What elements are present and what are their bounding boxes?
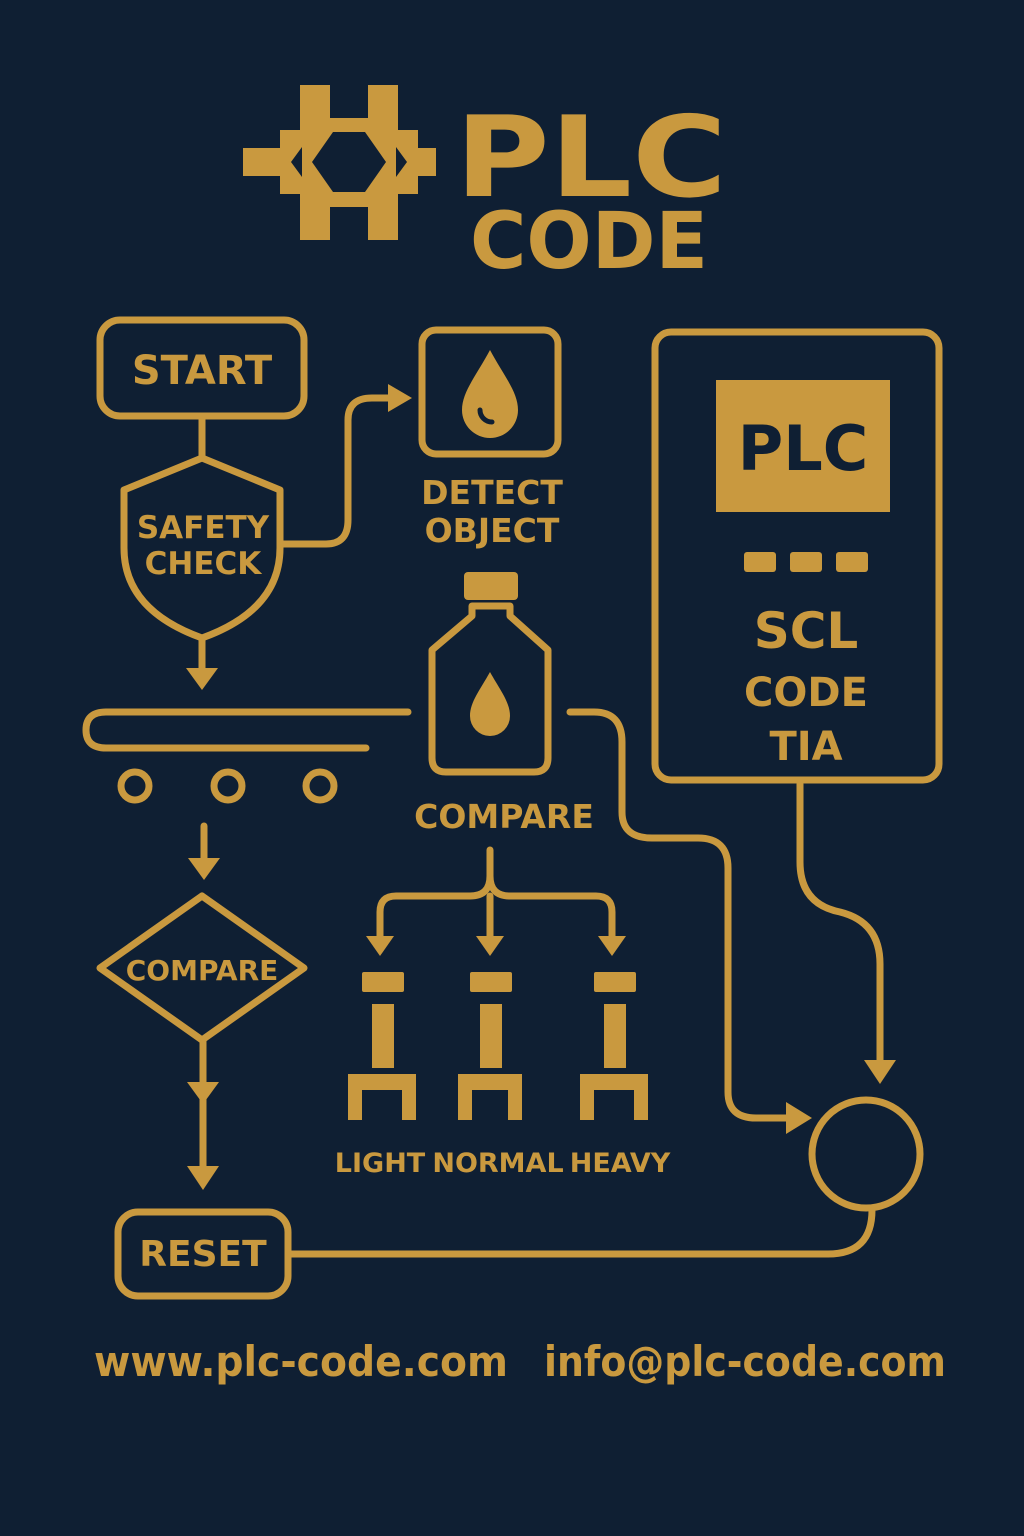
arrow-down-icon: [188, 858, 220, 880]
detect-label-line1: DETECT: [421, 473, 563, 512]
connector-panel-end: [796, 780, 884, 1068]
connector-safety-detect: [278, 394, 396, 548]
safety-check-label-line2: CHECK: [145, 546, 263, 582]
panel-line-tia: TIA: [769, 724, 842, 770]
compare-center-label: COMPARE: [414, 797, 594, 836]
arrow-right-icon: [786, 1102, 812, 1134]
safety-check-label-line1: SAFETY: [137, 510, 270, 546]
arrow-down-icon: [187, 1166, 219, 1190]
conveyor-belt-icon: [82, 708, 412, 804]
connector-end-reset: [286, 1206, 876, 1258]
arrow-down-icon: [366, 936, 394, 956]
status-leds-icon: [744, 552, 868, 572]
brand-subtitle: CODE: [470, 197, 708, 287]
connector-bottle-end: [566, 708, 794, 1122]
footer-email: info@plc-code.com: [544, 1337, 946, 1386]
gripper-light-label: LIGHT: [335, 1148, 426, 1179]
droplet-icon: [462, 350, 518, 438]
gripper-normal-icon: [458, 972, 522, 1120]
arrow-down-icon: [476, 936, 504, 956]
gripper-light-icon: [348, 972, 416, 1120]
arrow-right-icon: [388, 384, 412, 412]
bottle-icon: [428, 572, 552, 776]
brand-title: PLC: [455, 93, 727, 223]
gripper-normal-label: NORMAL: [432, 1148, 563, 1179]
plc-controller-panel: [651, 328, 943, 784]
gripper-heavy-icon: [580, 972, 648, 1120]
plc-badge-label: PLC: [738, 412, 868, 485]
arrow-down-icon: [186, 668, 218, 690]
start-label: START: [132, 348, 273, 394]
arrow-down-icon: [598, 936, 626, 956]
gripper-heavy-label: HEAVY: [570, 1148, 671, 1179]
plc-badge: [716, 380, 890, 512]
footer-website: www.plc-code.com: [94, 1337, 508, 1386]
connector-compare-branch: [376, 846, 616, 942]
detect-object-box: [418, 326, 562, 458]
arrow-down-icon: [187, 1082, 219, 1104]
arrow-down-icon: [864, 1060, 896, 1084]
panel-line-scl: SCL: [754, 602, 859, 660]
panel-line-code: CODE: [744, 670, 868, 716]
compare-decision-label: COMPARE: [126, 954, 279, 987]
reset-label: RESET: [139, 1234, 267, 1275]
gear-logo-icon: [243, 85, 436, 240]
detect-label-line2: OBJECT: [425, 511, 560, 550]
end-node: [808, 1096, 924, 1212]
